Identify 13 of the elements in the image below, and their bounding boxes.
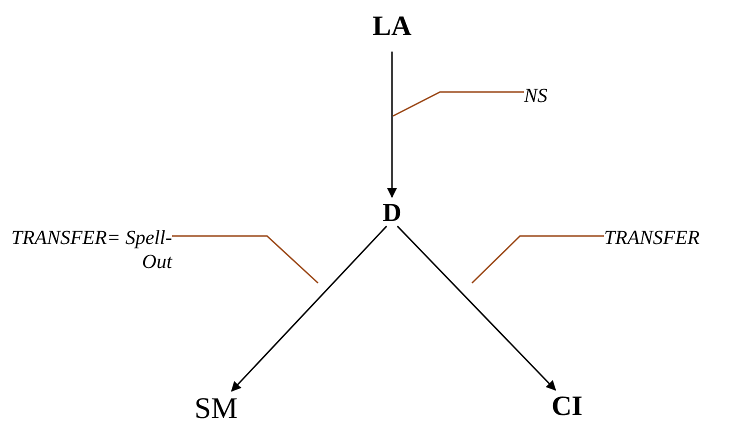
leader-line (172, 235, 318, 284)
leader-line (471, 235, 604, 284)
arrow (387, 52, 397, 198)
annotation-text: TRANSFER (604, 226, 700, 250)
node-label: SM (194, 391, 238, 426)
annotation-text: NS (524, 84, 548, 108)
arrow (230, 226, 388, 392)
leader-line (392, 91, 524, 117)
annotation-text: TRANSFER= Spell-Out (7, 226, 172, 274)
node-label: D (382, 197, 402, 228)
node-label: CI (551, 390, 583, 424)
node-label: LA (372, 10, 412, 44)
arrow (396, 226, 556, 391)
